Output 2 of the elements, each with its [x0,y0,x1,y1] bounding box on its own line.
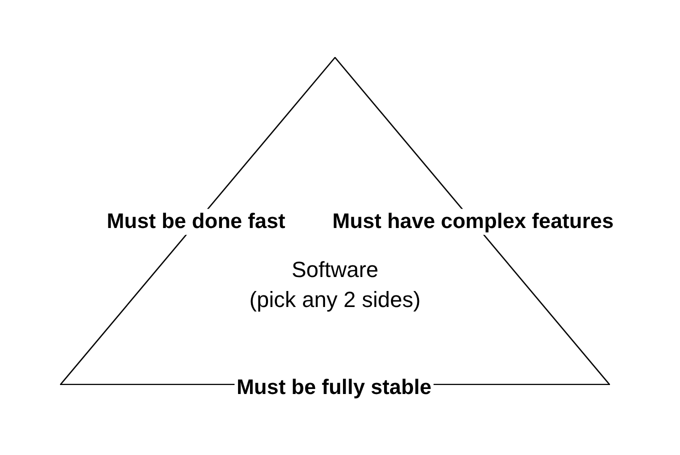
center-subtitle: (pick any 2 sides) [249,289,421,311]
center-title: Software [292,259,378,281]
